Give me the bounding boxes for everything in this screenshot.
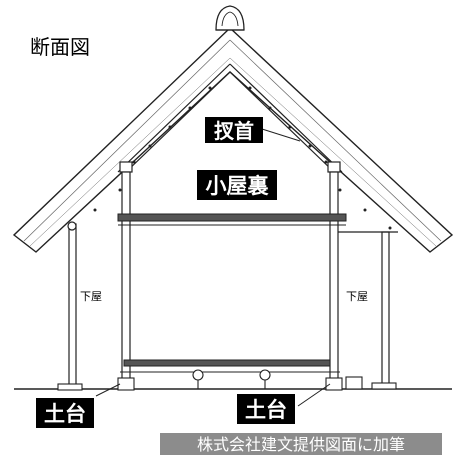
label-geya-right: 下屋 bbox=[346, 290, 368, 303]
label-koyaura: 小屋裏 bbox=[197, 170, 277, 200]
label-sasu-text: 扠首 bbox=[214, 119, 254, 143]
credit-banner: 株式会社建文提供図面に加筆 bbox=[160, 433, 442, 455]
label-dodai-left: 土台 bbox=[36, 398, 94, 428]
label-dodai-left-text: 土台 bbox=[44, 402, 86, 426]
diagram-title: 断面図 bbox=[30, 35, 90, 59]
beams bbox=[117, 213, 398, 373]
sasu-rafters bbox=[70, 63, 392, 230]
label-koyaura-text: 小屋裏 bbox=[206, 174, 270, 198]
credit-text: 株式会社建文提供図面に加筆 bbox=[197, 435, 405, 454]
label-dodai-right-text: 土台 bbox=[245, 398, 287, 422]
foundation-stones bbox=[57, 369, 397, 391]
label-dodai-right: 土台 bbox=[237, 394, 295, 424]
label-sasu: 扠首 bbox=[205, 117, 263, 143]
leader-lines bbox=[95, 128, 331, 407]
ridge-cap bbox=[215, 5, 245, 31]
label-geya-left: 下屋 bbox=[80, 290, 102, 303]
